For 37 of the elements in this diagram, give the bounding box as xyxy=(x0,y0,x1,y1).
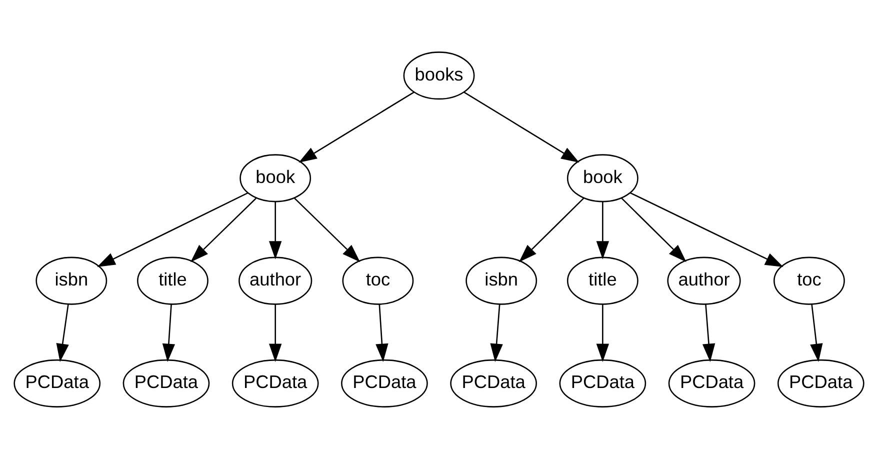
node-ellipse: PCData xyxy=(14,358,101,407)
arrow xyxy=(268,201,282,259)
node-ellipse: PCData xyxy=(341,358,428,407)
arrow xyxy=(621,197,686,262)
node-ellipse: PCData xyxy=(122,358,210,407)
node-ellipse: title xyxy=(137,256,208,304)
arrow xyxy=(630,192,784,267)
node-ellipse: PCData xyxy=(777,358,864,407)
arrow xyxy=(490,304,503,362)
node-ellipse: toc xyxy=(342,256,414,304)
node-ellipse: book xyxy=(240,154,312,202)
node-ellipse: PCData xyxy=(450,358,537,407)
node-ellipse: book xyxy=(566,154,638,202)
arrow xyxy=(268,304,282,362)
node-ellipse: isbn xyxy=(466,256,538,304)
arrow xyxy=(294,197,360,262)
node-ellipse: PCData xyxy=(559,358,646,407)
arrow xyxy=(464,91,580,162)
arrow xyxy=(190,197,256,262)
arrow xyxy=(298,91,414,162)
node-ellipse: title xyxy=(566,256,638,304)
node-ellipse: author xyxy=(238,256,312,304)
arrow xyxy=(376,304,388,362)
node-ellipse: isbn xyxy=(36,256,108,304)
arrow xyxy=(596,304,610,362)
node-ellipse: books xyxy=(403,51,475,100)
node-ellipse: toc xyxy=(773,256,845,304)
arrow xyxy=(162,304,176,362)
arrow xyxy=(56,304,69,362)
arrow xyxy=(702,304,716,362)
arrow xyxy=(596,201,610,259)
node-ellipse: author xyxy=(667,256,741,304)
arrow xyxy=(518,197,584,262)
node-ellipse: PCData xyxy=(232,358,319,407)
arrow xyxy=(97,192,248,266)
node-ellipse: PCData xyxy=(668,358,756,407)
arrow xyxy=(810,304,823,362)
